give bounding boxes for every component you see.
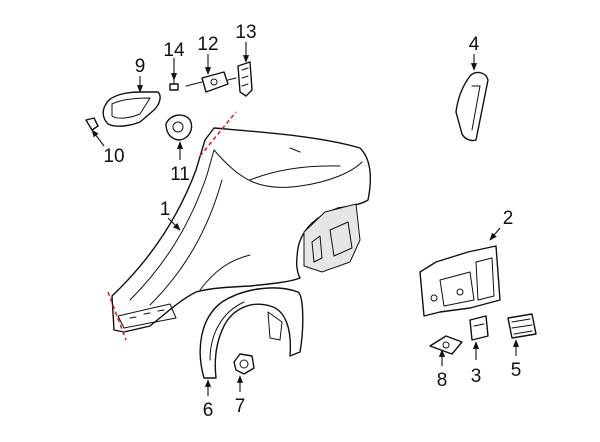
- leader-arrows: [91, 42, 520, 396]
- screw: [169, 79, 179, 91]
- wheelhouse-liner: [199, 287, 304, 379]
- fuel-door-actuator: [185, 71, 237, 93]
- bumper-pad: [429, 335, 463, 355]
- callout-6: 6: [203, 400, 214, 421]
- callout-9: 9: [135, 56, 146, 77]
- callout-7: 7: [235, 396, 246, 417]
- callout-14: 14: [163, 40, 185, 61]
- callout-11: 11: [170, 164, 190, 185]
- small-clip: [85, 117, 99, 131]
- fuel-door-housing: [102, 91, 161, 127]
- pillar-panel: [455, 71, 489, 142]
- callout-8: 8: [437, 370, 448, 391]
- callout-10: 10: [103, 146, 124, 167]
- bracket: [237, 61, 253, 97]
- cut-line-upper: [199, 111, 237, 157]
- vent-grille: [507, 313, 537, 339]
- callout-1: 1: [160, 199, 171, 220]
- filler-socket: [165, 114, 193, 141]
- callout-2: 2: [503, 208, 514, 229]
- small-bracket: [469, 315, 489, 341]
- callout-5: 5: [511, 360, 522, 381]
- callout-4: 4: [469, 34, 480, 55]
- cut-line-lower: [107, 291, 127, 341]
- inner-panel: [419, 245, 501, 317]
- callout-12: 12: [197, 34, 218, 55]
- callout-3: 3: [471, 366, 482, 387]
- grommet-nut: [233, 353, 255, 375]
- quarter-panel: [111, 127, 372, 333]
- callout-13: 13: [235, 22, 256, 43]
